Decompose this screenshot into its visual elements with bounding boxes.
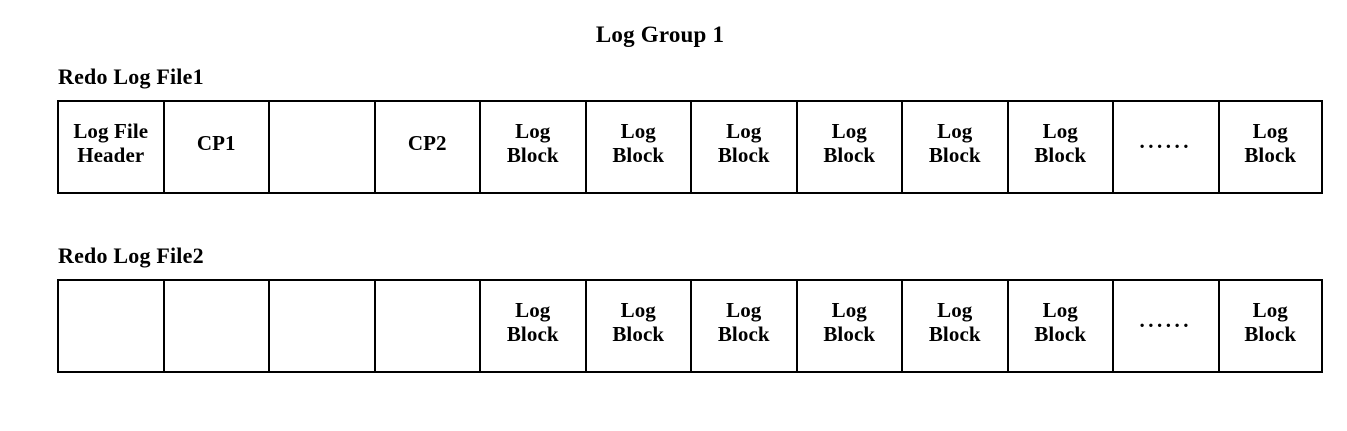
cell-label: Log File Header bbox=[73, 119, 149, 167]
redo-log-file-2-strip: Log Block Log Block Log Block Log Block Log … bbox=[57, 279, 1323, 373]
block-cell: CP2 bbox=[376, 102, 481, 192]
cell-label: Log Block bbox=[928, 298, 981, 346]
cell-label: Log Block bbox=[1244, 119, 1297, 167]
block-cell: Log Block bbox=[481, 102, 587, 192]
empty-cell bbox=[270, 281, 376, 371]
block-cell: Log Block bbox=[692, 281, 798, 371]
cell-label: Log Block bbox=[1034, 119, 1087, 167]
block-cell: Log Block bbox=[1009, 102, 1114, 192]
cell-label: Log Block bbox=[823, 298, 876, 346]
redo-log-file-2-label: Redo Log File2 bbox=[58, 243, 204, 268]
block-cell: Log Block bbox=[798, 281, 903, 371]
page-title: Log Group 1 bbox=[595, 22, 725, 47]
cell-label: Log Block bbox=[928, 119, 981, 167]
cell-label: Log Block bbox=[1244, 298, 1297, 346]
empty-cell bbox=[165, 281, 270, 371]
block-cell: Log Block bbox=[1009, 281, 1114, 371]
redo-log-file-1-strip: Log File Header CP1 CP2 Log Block Log Block L… bbox=[57, 100, 1323, 194]
block-cell: Log Block bbox=[903, 102, 1009, 192]
redo-log-file-1-label: Redo Log File1 bbox=[58, 64, 204, 89]
cell-label: Log Block bbox=[612, 119, 665, 167]
block-cell: Log Block bbox=[587, 281, 692, 371]
cell-label: ...... bbox=[1139, 129, 1192, 154]
block-cell: Log Block bbox=[1220, 281, 1322, 371]
block-cell: Log Block bbox=[587, 102, 692, 192]
block-cell: Log File Header bbox=[59, 102, 165, 192]
empty-cell bbox=[376, 281, 481, 371]
cell-label: Log Block bbox=[506, 298, 559, 346]
block-cell: CP1 bbox=[165, 102, 270, 192]
block-cell: Log Block bbox=[692, 102, 798, 192]
ellipsis-cell: ...... bbox=[1114, 281, 1220, 371]
cell-label: Log Block bbox=[717, 298, 770, 346]
cell-label: Log Block bbox=[823, 119, 876, 167]
cell-label: CP2 bbox=[407, 131, 447, 156]
cell-label: ...... bbox=[1139, 308, 1192, 333]
block-cell: Log Block bbox=[798, 102, 903, 192]
empty-cell bbox=[59, 281, 165, 371]
cell-label: Log Block bbox=[1034, 298, 1087, 346]
block-cell: Log Block bbox=[1220, 102, 1322, 192]
cell-label: Log Block bbox=[612, 298, 665, 346]
cell-label: Log Block bbox=[506, 119, 559, 167]
cell-label: Log Block bbox=[717, 119, 770, 167]
cell-label: CP1 bbox=[196, 131, 236, 156]
ellipsis-cell: ...... bbox=[1114, 102, 1220, 192]
block-cell: Log Block bbox=[481, 281, 587, 371]
empty-cell bbox=[270, 102, 376, 192]
block-cell: Log Block bbox=[903, 281, 1009, 371]
